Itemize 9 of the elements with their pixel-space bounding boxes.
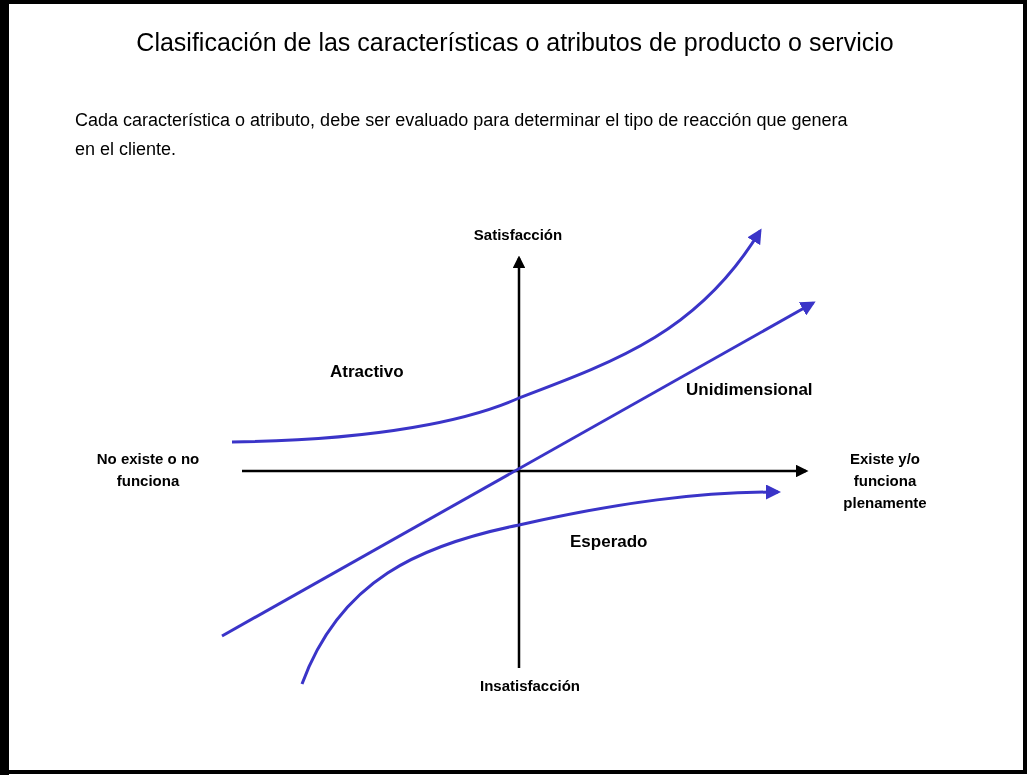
axis-label: Insatisfacción [478,677,581,694]
curve-label: Esperado [570,532,648,552]
axis-label: No existe o no funciona [95,449,201,491]
curve-label: Atractivo [330,362,404,382]
intro-text: Cada característica o atributo, debe ser evaluado para determinar el tipo de reacción que genera en el cliente. [75,109,849,161]
slide-title: Clasificación de las características o atributos de producto o servicio [135,28,895,57]
axis-label: Satisfacción [472,226,564,243]
axis-label: Existe y/o funciona plenamente [842,449,928,513]
curve-label: Unidimensional [686,380,813,400]
